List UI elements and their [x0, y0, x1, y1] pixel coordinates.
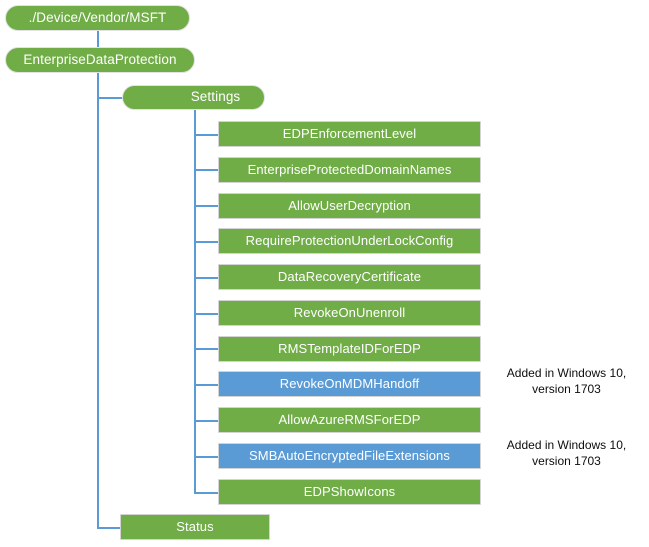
node-label: EDPShowIcons: [303, 484, 396, 500]
connector-leaf-stub: [194, 205, 218, 207]
node-label: RMSTemplateIDForEDP: [278, 341, 421, 357]
connector-leaf-stub: [194, 277, 218, 279]
connector-leaf-stub: [194, 134, 218, 136]
node-enterpriseprotecteddomainnames[interactable]: EnterpriseProtectedDomainNames: [218, 157, 481, 183]
connector-leaf-stub: [194, 169, 218, 171]
node-edpenforcementlevel[interactable]: EDPEnforcementLevel: [218, 121, 481, 147]
annotation-revokeonmdmhandoff: Added in Windows 10, version 1703: [506, 366, 627, 396]
node-enterprisedataprotection-label: EnterpriseDataProtection: [23, 51, 177, 67]
node-label: RequireProtectionUnderLockConfig: [245, 233, 454, 249]
node-label: SMBAutoEncryptedFileExtensions: [249, 448, 450, 464]
node-label: AllowAzureRMSForEDP: [278, 412, 421, 428]
connector-edp-to-status: [97, 527, 125, 529]
node-label: RevokeOnUnenroll: [293, 305, 406, 321]
node-settings-label: Settings: [190, 89, 241, 105]
connector-settings-trunk: [194, 110, 196, 493]
connector-root-trunk: [97, 30, 99, 48]
node-rmstemplateidforedp[interactable]: RMSTemplateIDForEDP: [218, 336, 481, 362]
node-revokeonunenroll[interactable]: RevokeOnUnenroll: [218, 300, 481, 326]
node-allowuserdecryption[interactable]: AllowUserDecryption: [218, 193, 481, 219]
node-requireprotectionunderlockconfig[interactable]: RequireProtectionUnderLockConfig: [218, 228, 481, 254]
node-root[interactable]: ./Device/Vendor/MSFT: [5, 5, 190, 31]
node-datarecoverycertificate[interactable]: DataRecoveryCertificate: [218, 264, 481, 290]
node-root-label: ./Device/Vendor/MSFT: [28, 9, 167, 25]
connector-leaf-stub: [194, 492, 218, 494]
node-settings[interactable]: Settings: [122, 85, 265, 110]
connector-leaf-stub: [194, 241, 218, 243]
node-label: EnterpriseProtectedDomainNames: [247, 162, 452, 178]
connector-edp-trunk: [97, 71, 99, 528]
node-label: RevokeOnMDMHandoff: [279, 376, 420, 392]
connector-leaf-stub: [194, 420, 218, 422]
connector-leaf-stub: [194, 456, 218, 458]
node-label: EDPEnforcementLevel: [282, 126, 417, 142]
node-label: AllowUserDecryption: [288, 198, 411, 214]
node-enterprisedataprotection[interactable]: EnterpriseDataProtection: [5, 47, 195, 73]
node-status-label: Status: [176, 519, 214, 535]
node-allowazurermsforedp[interactable]: AllowAzureRMSForEDP: [218, 407, 481, 433]
connector-edp-to-settings: [97, 97, 125, 99]
connector-leaf-stub: [194, 384, 218, 386]
node-revokeonmdmhandoff[interactable]: RevokeOnMDMHandoff: [218, 371, 481, 397]
connector-leaf-stub: [194, 313, 218, 315]
connector-leaf-stub: [194, 348, 218, 350]
node-edpshowicons[interactable]: EDPShowIcons: [218, 479, 481, 505]
node-smbautoencryptedfileextensions[interactable]: SMBAutoEncryptedFileExtensions: [218, 443, 481, 469]
node-label: DataRecoveryCertificate: [277, 269, 422, 285]
node-status[interactable]: Status: [120, 514, 270, 540]
annotation-smbautoencryptedfileextensions: Added in Windows 10, version 1703: [506, 438, 627, 468]
